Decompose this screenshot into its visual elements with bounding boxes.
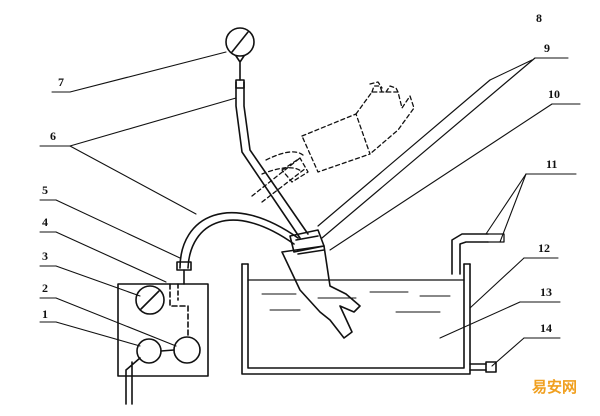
glove-in-water (281, 245, 361, 339)
label-3: 3 (42, 249, 48, 263)
label-7: 7 (58, 75, 64, 89)
label-11: 11 (546, 157, 557, 171)
label-8: 8 (536, 11, 542, 25)
internal-piping (169, 283, 189, 338)
overflow-pipe-11 (451, 233, 489, 275)
label-4: 4 (42, 215, 48, 229)
box-gauge-3 (135, 285, 165, 315)
leader-lines (39, 51, 581, 367)
intake-pipe (125, 357, 141, 405)
top-gauge-7 (225, 27, 255, 57)
label-14: 14 (540, 321, 552, 335)
label-2: 2 (42, 281, 48, 295)
pump-control-box (117, 283, 209, 377)
drain-valve-14 (469, 363, 487, 371)
label-10: 10 (548, 87, 560, 101)
watermark-logo: 易安网 (532, 378, 577, 396)
pump-2 (173, 336, 201, 364)
label-12: 12 (538, 241, 550, 255)
label-9: 9 (544, 41, 550, 55)
label-13: 13 (540, 285, 552, 299)
label-1: 1 (42, 307, 48, 321)
label-5: 5 (42, 183, 48, 197)
support-line-8 (317, 79, 491, 227)
pump-1 (136, 338, 162, 364)
ghost-glove-raised (251, 81, 415, 203)
support-line-9 (321, 57, 536, 239)
water-tank-12 (241, 263, 471, 375)
label-6: 6 (50, 129, 56, 143)
flex-hose-5 (179, 211, 299, 269)
